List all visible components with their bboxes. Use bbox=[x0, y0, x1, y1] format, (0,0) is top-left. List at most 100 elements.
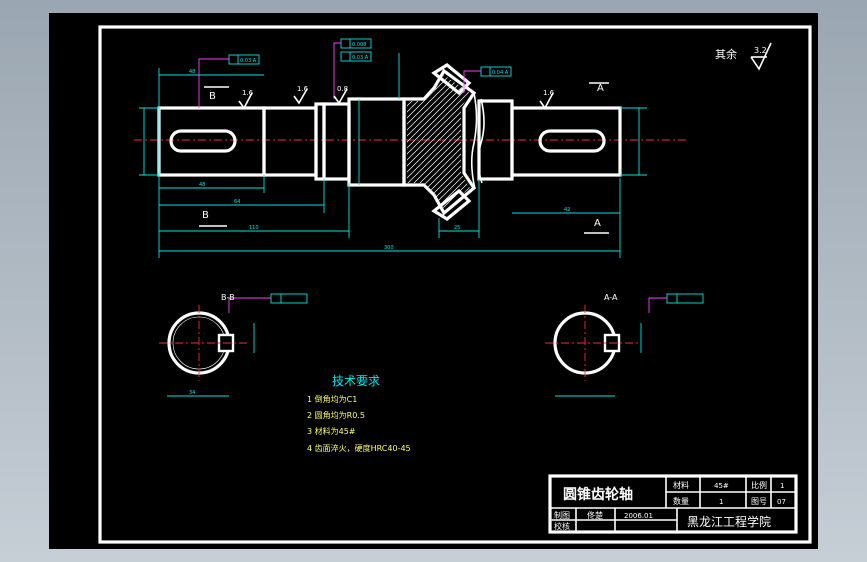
title-qty-value: 1 bbox=[719, 498, 723, 506]
title-material-label: 材料 bbox=[673, 480, 689, 490]
roughness-mark-1: 1.6 bbox=[242, 89, 254, 97]
hatch-line bbox=[482, 63, 642, 223]
title-block: 圆锥齿轮轴 材料 45# 比例 1 数量 1 图号 07 制图 佟楚 2006.… bbox=[548, 474, 798, 534]
keyway-right bbox=[538, 129, 606, 153]
svg-text:0.04 A: 0.04 A bbox=[492, 70, 509, 76]
title-drafted-label: 制图 bbox=[554, 510, 570, 520]
svg-text:300: 300 bbox=[384, 245, 394, 251]
hatch-line bbox=[407, 75, 463, 209]
title-qty-label: 数量 bbox=[673, 496, 689, 506]
hatch-line bbox=[407, 75, 470, 209]
hatch-line bbox=[407, 75, 451, 209]
hatch-line bbox=[554, 63, 714, 223]
hatch-line bbox=[407, 75, 470, 209]
leaders bbox=[198, 42, 481, 313]
hatch-line bbox=[602, 63, 762, 223]
hatch-line bbox=[415, 75, 470, 209]
hatch-line bbox=[542, 63, 702, 223]
section-a-top: A bbox=[597, 83, 604, 94]
title-date: 2006.01 bbox=[624, 512, 653, 520]
hatch-line bbox=[407, 75, 469, 209]
svg-text:42: 42 bbox=[564, 207, 570, 213]
section-view-aa: A-A bbox=[545, 293, 667, 397]
hatch-line bbox=[530, 63, 690, 223]
hatch-line bbox=[548, 63, 708, 223]
section-a-bottom: A bbox=[594, 218, 601, 229]
roughness-note-label: 其余 bbox=[715, 47, 737, 61]
svg-text:0.03 A: 0.03 A bbox=[240, 58, 257, 64]
tech-req-item-3: 3 材料为45# bbox=[307, 426, 356, 436]
hatch-line bbox=[451, 75, 470, 209]
title-school: 黑龙江工程学院 bbox=[687, 514, 771, 529]
svg-text:0.03 A: 0.03 A bbox=[352, 55, 369, 61]
roughness-mark-3: 0.8 bbox=[337, 85, 348, 93]
tech-req-item-4: 4 齿面淬火，硬度HRC40-45 bbox=[307, 443, 411, 453]
shaft-body bbox=[157, 97, 622, 187]
hatch-line bbox=[584, 63, 744, 223]
tech-req-title: 技术要求 bbox=[332, 374, 380, 388]
roughness-mark-4: 1.6 bbox=[543, 89, 555, 97]
hatch-line bbox=[469, 75, 470, 209]
hatch-line bbox=[506, 63, 666, 223]
section-view-aa-title: A-A bbox=[604, 293, 618, 302]
hatch-line bbox=[536, 63, 696, 223]
tolerance-frames: 0.03 A 0.008 0.03 A 0.04 A bbox=[228, 38, 704, 304]
section-b-bottom: B bbox=[202, 210, 209, 221]
hatch-line bbox=[407, 75, 470, 209]
bevel-gear-section bbox=[402, 63, 762, 223]
hatch-line bbox=[407, 75, 470, 209]
hatch-line bbox=[512, 63, 672, 223]
cad-viewport[interactable]: 其余 3.2 bbox=[49, 13, 818, 549]
hatch-line bbox=[560, 63, 720, 223]
svg-text:110: 110 bbox=[249, 225, 259, 231]
svg-text:64: 64 bbox=[234, 199, 240, 205]
hatch-line bbox=[407, 75, 470, 209]
hatch-line bbox=[407, 75, 470, 209]
roughness-note-value: 3.2 bbox=[754, 46, 767, 55]
svg-text:48: 48 bbox=[199, 182, 205, 188]
title-drawing-no-value: 07 bbox=[777, 498, 786, 506]
hatch-line bbox=[590, 63, 750, 223]
hatch-line bbox=[407, 75, 470, 209]
hatch-line bbox=[476, 63, 636, 223]
hatch-line bbox=[407, 75, 470, 209]
roughness-note: 其余 3.2 bbox=[715, 42, 772, 71]
hatch-line bbox=[407, 75, 470, 209]
hatch-line bbox=[409, 75, 470, 209]
hatch-line bbox=[421, 75, 470, 209]
section-view-bb-title: B-B bbox=[221, 293, 235, 302]
roughness-mark-2: 1.6 bbox=[297, 85, 309, 93]
svg-text:48: 48 bbox=[189, 69, 195, 75]
svg-text:0.008: 0.008 bbox=[352, 42, 366, 48]
title-checked-label: 校核 bbox=[554, 521, 570, 531]
section-view-bb: B-B 34 bbox=[159, 293, 255, 397]
technical-requirements: 技术要求 1 倒角均为C1 2 圆角均为R0.5 3 材料为45# 4 齿面淬火… bbox=[307, 374, 411, 453]
tech-req-item-2: 2 圆角均为R0.5 bbox=[307, 410, 365, 420]
section-b-top: B bbox=[209, 91, 216, 102]
dimensions: 48 64 110 300 42 25 48 bbox=[139, 53, 647, 258]
hatch-line bbox=[407, 75, 457, 209]
hatch-line bbox=[445, 75, 470, 209]
title-drafter: 佟楚 bbox=[587, 510, 603, 520]
outer-frame bbox=[98, 25, 812, 544]
title-material-value: 45# bbox=[714, 482, 729, 490]
tech-req-item-1: 1 倒角均为C1 bbox=[307, 394, 357, 404]
hatch-line bbox=[572, 63, 732, 223]
hatch-line bbox=[407, 75, 470, 209]
svg-text:25: 25 bbox=[454, 225, 460, 231]
svg-text:34: 34 bbox=[189, 390, 195, 396]
title-part-name: 圆锥齿轮轴 bbox=[563, 486, 633, 503]
roughness-marks: 1.6 1.6 0.8 1.6 bbox=[238, 85, 555, 110]
keyway-left bbox=[169, 129, 237, 153]
engineering-drawing: 其余 3.2 bbox=[98, 25, 812, 544]
hatch-line bbox=[500, 63, 660, 223]
section-markers: B B A A bbox=[199, 82, 609, 234]
hatch-line bbox=[407, 75, 470, 209]
title-scale-label: 比例 bbox=[751, 480, 767, 490]
title-scale-value: 1 bbox=[780, 482, 784, 490]
hatch-line bbox=[566, 63, 726, 223]
hatch-line bbox=[494, 63, 654, 223]
title-drawing-no-label: 图号 bbox=[751, 497, 767, 506]
hatch-line bbox=[433, 75, 470, 209]
hatch-line bbox=[457, 75, 470, 209]
